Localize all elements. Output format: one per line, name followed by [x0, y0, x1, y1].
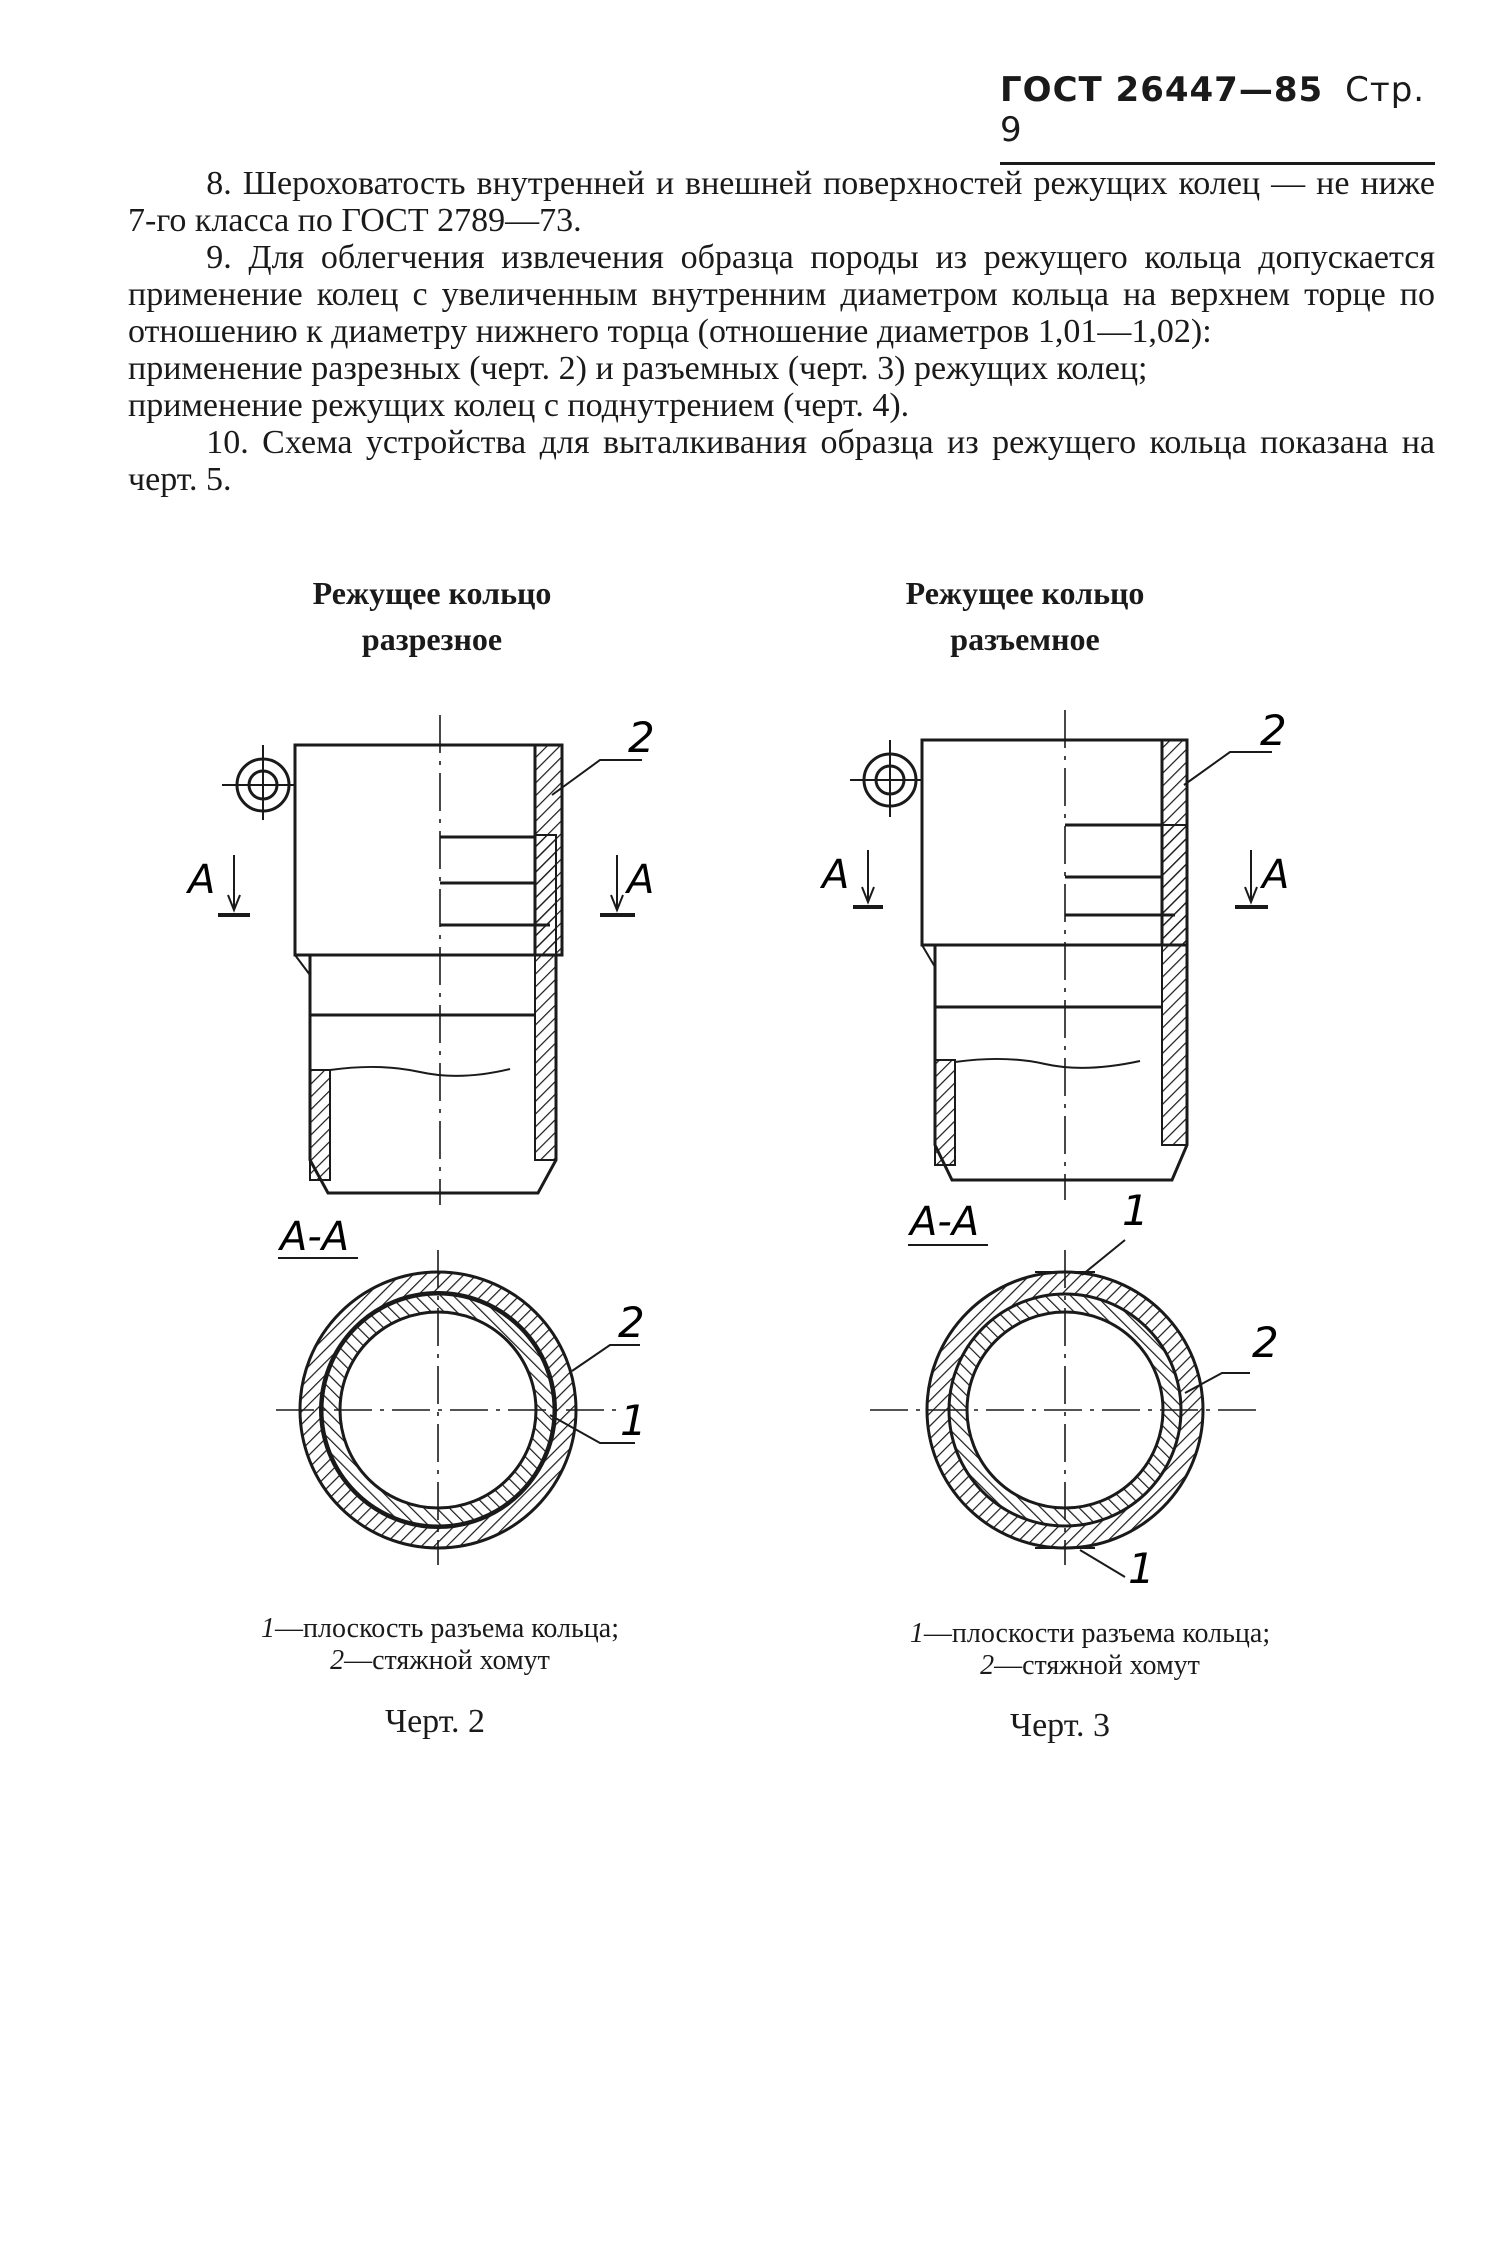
paragraph-10: 10. Схема устройства для выталкивания об…: [128, 424, 1435, 498]
figure2-legend: 1—плоскость разъема кольца; 2—стяжной хо…: [180, 1613, 700, 1677]
figure3-legend-text1: —плоскости разъема кольца;: [923, 1618, 1271, 1649]
figure3-cut-label-right: A: [1259, 852, 1289, 898]
paragraph-9-item-b: применение режущих колец с поднутрением …: [128, 387, 910, 424]
figure2-legend-text2: —стяжной хомут: [344, 1645, 550, 1676]
paragraph-8: 8. Шероховатость внутренней и внешней по…: [128, 165, 1435, 239]
figure2-title-line2: разрезное: [361, 621, 503, 657]
paragraph-9-item-a: применение разрезных (черт. 2) и разъемн…: [128, 350, 1148, 387]
page-number: Стр. 9: [1000, 70, 1426, 150]
figure2-title: Режущее кольцо разрезное: [222, 570, 642, 662]
figure2-title-line1: Режущее кольцо: [312, 575, 552, 611]
figure2-section-label: A-A: [277, 1214, 349, 1260]
figure3-section-label: A-A: [907, 1199, 979, 1245]
figure3-legend-text2: —стяжной хомут: [994, 1650, 1200, 1681]
paragraph-9: 9. Для облегчения извлечения образца пор…: [128, 239, 1435, 350]
figure3-legend-num2: 2: [980, 1650, 995, 1681]
figure3-drawing: A A 2 A-A 1 2 1: [819, 706, 1289, 1585]
figure2-legend-num1: 1: [260, 1613, 275, 1644]
figure3-caption: Черт. 3: [1009, 1707, 1111, 1744]
figure3-title-line1: Режущее кольцо: [905, 575, 1145, 611]
figure3-callout-1-bottom: 1: [1128, 1544, 1155, 1585]
figure2-callout-2: 2: [618, 1298, 645, 1347]
figure3-legend: 1—плоскости разъема кольца; 2—стяжной хо…: [810, 1618, 1370, 1682]
figure3-callout-2-top: 2: [1260, 706, 1287, 755]
figure2-cut-label-left: A: [185, 857, 215, 903]
standard-number: ГОСТ 26447—85: [1000, 70, 1324, 110]
figure2-legend-text1: —плоскость разъема кольца;: [274, 1613, 619, 1644]
figure3-callout-1-top: 1: [1122, 1186, 1149, 1235]
figure3-legend-num1: 1: [909, 1618, 924, 1649]
figure3-cut-label-left: A: [819, 852, 849, 898]
figure3-callout-2: 2: [1252, 1318, 1279, 1367]
figure3-title: Режущее кольцо разъемное: [815, 570, 1235, 662]
figure2-callout-2-top: 2: [628, 713, 655, 762]
figure2-caption: Черт. 2: [384, 1703, 486, 1740]
figure2-legend-num2: 2: [330, 1645, 345, 1676]
figure2-drawing: A A 2 A-A 2 1: [185, 713, 655, 1565]
figure2-cut-label-right: A: [624, 857, 654, 903]
figure2-callout-1: 1: [620, 1396, 647, 1445]
body-text: 8. Шероховатость внутренней и внешней по…: [128, 165, 1435, 498]
figure3-title-line2: разъемное: [950, 621, 1100, 657]
